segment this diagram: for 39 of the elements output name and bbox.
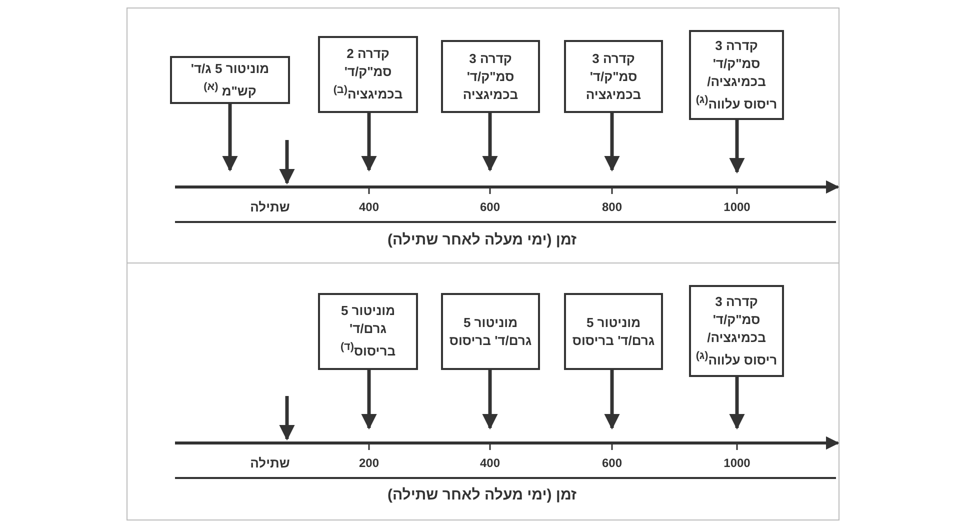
activity-box — [441, 293, 540, 370]
activity-box — [441, 40, 540, 113]
arrow — [361, 113, 377, 172]
tick-label: 1000 — [724, 200, 750, 214]
tick-label: 800 — [602, 200, 622, 214]
box-text: קדרה 3 סמ"ק/ד' בכמיגציה/ ריסוס עלווה$^{(ג)}$ — [694, 36, 778, 114]
arrow — [604, 113, 620, 172]
axis-title: זמן (ימי מעלה לאחר שתילה) — [387, 232, 577, 248]
axis-title: זמן (ימי מעלה לאחר שתילה) — [387, 486, 577, 504]
activity-box — [318, 36, 418, 113]
arrow — [482, 113, 498, 172]
activity-box — [170, 56, 290, 104]
activity-box — [564, 40, 663, 113]
arrow — [729, 120, 745, 174]
tick-label: 1000 — [724, 456, 750, 470]
planting-label: שתילה — [250, 200, 290, 214]
arrow — [604, 370, 620, 430]
tick-label: 200 — [358, 456, 380, 470]
box-text: מוניטור 5 ג/ד' קש"מ $^{(א)}$ — [190, 60, 270, 100]
planting-label: שתילה — [250, 456, 290, 470]
box-text: קדרה 3 סמ"ק/ד' בכמיגציה — [584, 50, 642, 104]
box-text: מוניטור 5 גרם/ד' בריסוס — [571, 314, 656, 350]
tick-label: 400 — [358, 200, 380, 214]
box-text: קדרה 2 סמ"ק/ד' בכמיגציה$^{(ב)}$ — [332, 45, 404, 104]
activity-box — [318, 293, 418, 370]
tick-label: 600 — [602, 456, 622, 470]
box-text: מוניטור 5 גרם/ד' בריסוס — [448, 314, 533, 350]
activity-box — [689, 30, 784, 120]
arrow — [729, 377, 745, 430]
box-text: מוניטור 5 גרם/ד' בריסוס$^{(ד)}$ — [339, 302, 397, 361]
tick-label: 600 — [480, 200, 500, 214]
activity-box — [564, 293, 663, 370]
activity-box — [689, 285, 784, 377]
box-text: קדרה 3 סמ"ק/ד' בכמיגציה — [462, 50, 520, 104]
arrow — [482, 370, 498, 430]
arrow — [222, 104, 238, 172]
arrow — [361, 370, 377, 430]
tick-label: 400 — [480, 456, 500, 470]
box-text: קדרה 3 סמ"ק/ד' בכמיגציה/ ריסוס עלווה$^{(ג)}$ — [694, 292, 778, 370]
